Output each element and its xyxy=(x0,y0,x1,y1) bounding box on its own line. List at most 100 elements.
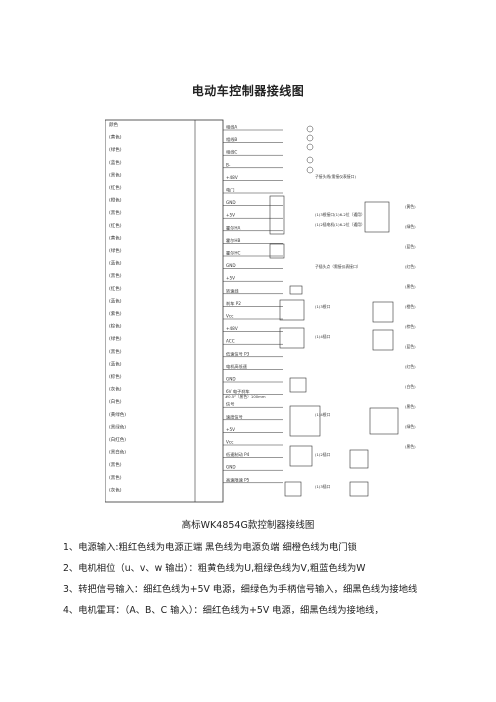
wire-function-label: 速度信号 xyxy=(226,413,243,420)
wire-function-label: GND xyxy=(226,200,236,205)
plug-color-label: (黑色) xyxy=(405,404,416,409)
wire-function-label: 转速线 xyxy=(226,287,239,294)
plug-color-label: (棕色) xyxy=(405,324,416,329)
connector-note: (1)4根口 xyxy=(315,412,331,417)
wire-function-label: GND xyxy=(226,465,236,470)
plug-color-label: (绿色) xyxy=(405,424,416,429)
wire-function-label: B- xyxy=(226,162,231,167)
wire-color-label: (黑色) xyxy=(109,171,122,178)
wire-function-label: +5V xyxy=(226,213,235,218)
paragraph-3: 3、转把信号输入：细红色线为+5V 电源，细绿色为手柄信号输入，细黑色线为接地线 xyxy=(63,584,418,595)
wire-function-label: GND xyxy=(226,263,236,268)
speed-connector xyxy=(279,327,305,349)
connector-note: (1)4插口 xyxy=(315,334,331,339)
ebrake-connector xyxy=(289,377,307,393)
wire-color-label: (黄色) xyxy=(109,134,122,141)
hall-connector xyxy=(269,195,285,235)
wire-color-label: (黑色) xyxy=(109,474,122,481)
wiring-diagram: 颜色 (黄色) (绿色) (蓝色) (黑色) (红色) (橙色) (黑色) (红色) (黄色) (绿… xyxy=(104,116,475,506)
wire-function-label: +5V xyxy=(226,427,235,432)
wire-color-label: (黑色) xyxy=(109,272,122,279)
lamp-connector xyxy=(279,299,305,321)
wire-function-label: 信号 xyxy=(226,401,234,408)
wire-function-label: 霍尔HB xyxy=(226,237,241,244)
plug-color-label: (绿色) xyxy=(405,224,416,229)
wire-function-label: 相线A xyxy=(226,124,237,131)
wire-color-label: (绿色) xyxy=(109,146,122,153)
wire-color-label: (白色) xyxy=(109,398,122,405)
connector-note: #0.5²（黑色）100mm xyxy=(225,394,266,399)
plug-color-label: (黄色) xyxy=(405,204,416,209)
plug-color-label: (黑色) xyxy=(405,284,416,289)
high-speed-connector xyxy=(284,481,302,497)
wire-function-label: 电门 xyxy=(226,187,234,194)
wire-function-label: GND xyxy=(226,377,236,382)
throttle-connector xyxy=(269,243,285,259)
wire-color-label: (绿色) xyxy=(109,335,122,342)
wire-function-label: Vcc xyxy=(226,314,234,319)
wire-color-label: (橙色) xyxy=(109,197,122,204)
document-title: 电动车控制器接线图 xyxy=(191,84,305,98)
wire-color-label: (黄色) xyxy=(109,234,122,241)
wire-color-label: (紫色) xyxy=(109,310,122,317)
plug-color-label: (白色) xyxy=(405,384,416,389)
wire-color-label: (红色) xyxy=(109,285,122,292)
wire-function-label: +48V xyxy=(226,175,238,180)
instrument-plug-face xyxy=(369,407,399,435)
controller-box xyxy=(104,119,224,503)
plug-color-label: (黑色) xyxy=(405,444,416,449)
phase-rings xyxy=(306,125,314,174)
wire-color-label: (黑色) xyxy=(109,461,122,468)
wire-color-label: 颜色 xyxy=(109,121,118,128)
brake-connector xyxy=(289,285,303,295)
wire-function-label: 刹车 P2 xyxy=(226,300,241,307)
wire-color-label: (灰色) xyxy=(109,386,122,393)
connector-note: (1)3根接口(1)6-2位（通用） xyxy=(315,212,365,217)
connector-note: 子接头线(需接仪表接口) xyxy=(315,174,356,179)
wire-color-label: (黑色) xyxy=(109,209,122,216)
wire-color-label: (蓝色) xyxy=(109,260,122,267)
plug-color-label: (红色) xyxy=(405,264,416,269)
wire-function-label: 电机高低速 xyxy=(226,363,248,370)
lamp-plug-face xyxy=(372,301,394,323)
wire-color-label: (红色) xyxy=(109,222,122,229)
wire-function-label: 6V 电子刹车 xyxy=(226,388,250,395)
wire-function-label: 相线B xyxy=(226,136,237,143)
body-text: 1、电源输入:粗红色线为电源正端 黑色线为电源负端 细橙色线为电门锁 2、电机相… xyxy=(63,537,443,621)
wire-color-label: (蓝色) xyxy=(109,159,122,166)
connector-note: (1)2插口 xyxy=(315,452,331,457)
plug-color-label: (蓝色) xyxy=(405,344,416,349)
hall-plug-face xyxy=(364,201,390,233)
connector-note: (1)2插电机(1)6-2位（通用） xyxy=(315,222,365,227)
wire-function-label: 霍尔HA xyxy=(226,224,241,231)
diagram-caption: 高标WK4854G款控制器接线图 xyxy=(181,520,315,531)
wire-color-label: (灰色) xyxy=(109,486,122,493)
low-speed-connector xyxy=(289,445,313,467)
low-speed-plug-face xyxy=(349,449,369,469)
connector-note: (1)3根口 xyxy=(315,304,331,309)
wire-color-label: (棕色) xyxy=(109,373,122,380)
wire-function-label: 霍尔HC xyxy=(226,250,241,257)
wire-color-label: (黑色) xyxy=(109,348,122,355)
wire-color-label: (黑绿色) xyxy=(109,423,126,430)
wire-color-label: (黄绿色) xyxy=(109,411,126,418)
wire-color-label: (蓝色) xyxy=(109,360,122,367)
wire-function-label: +48V xyxy=(226,326,238,331)
wire-color-label: (绿色) xyxy=(109,247,122,254)
speed-plug-face xyxy=(372,329,394,351)
paragraph-1: 1、电源输入:粗红色线为电源正端 黑色线为电源负端 细橙色线为电门锁 xyxy=(63,542,357,553)
instrument-connector xyxy=(289,405,321,437)
wire-color-label: (蓝色) xyxy=(109,297,122,304)
wire-color-label: (白红色) xyxy=(109,436,126,443)
wire-function-label: 高速限速 P5 xyxy=(226,476,250,483)
paragraph-4: 4、电机霍耳：（A、B、C 输入）：细红色线为+5V 电源，细黑色线为接地线， xyxy=(63,605,384,616)
wire-function-label: 低速制动 P4 xyxy=(226,451,250,458)
wire-function-label: Vcc xyxy=(226,440,234,445)
wire-color-label: (红色) xyxy=(109,184,122,191)
wire-color-label: (黑白色) xyxy=(109,449,126,456)
wire-function-label: ACC xyxy=(226,339,235,344)
paragraph-2: 2、电机相位（u、v、w 输出）：粗黄色线为U,粗绿色线为V,粗蓝色线为W xyxy=(63,563,366,574)
plug-color-label: (蓝色) xyxy=(405,244,416,249)
plug-color-label: (红色) xyxy=(405,364,416,369)
plug-color-label: (橙色) xyxy=(405,304,416,309)
